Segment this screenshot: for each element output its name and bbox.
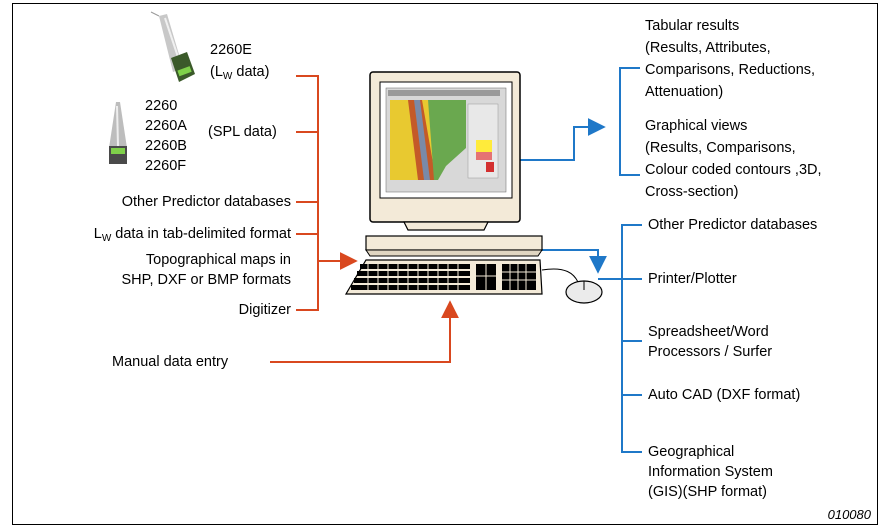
input-2260-model-3: 2260B xyxy=(145,138,187,154)
output-tabular-line-2: (Results, Attributes, xyxy=(645,40,771,56)
output-spreadsheet-line-2: Processors / Surfer xyxy=(648,344,773,360)
output-printer-plotter: Printer/Plotter xyxy=(648,271,737,287)
output-graphical-line-3: Colour coded contours ,3D, xyxy=(645,162,822,178)
input-spl-data: (SPL data) xyxy=(208,124,277,140)
output-graphical-line-4: Cross-section) xyxy=(645,184,739,200)
output-graphical-line-1: Graphical views xyxy=(645,118,748,134)
input-2260-model-4: 2260F xyxy=(145,158,187,174)
output-tabular-line-1: Tabular results xyxy=(645,18,740,34)
output-gis-line-1: Geographical xyxy=(648,444,735,460)
input-topographical-maps-line-2: SHP, DXF or BMP formats xyxy=(121,272,291,288)
sound-level-meter-2260-icon xyxy=(109,102,127,164)
figure-reference-number: 010080 xyxy=(827,507,871,522)
output-bus xyxy=(457,67,642,453)
input-digitizer: Digitizer xyxy=(238,302,291,318)
input-bus xyxy=(270,75,459,363)
diagram-frame xyxy=(12,3,878,525)
input-2260e-model: 2260E xyxy=(210,42,252,58)
input-topographical-maps-line-1: Topographical maps in xyxy=(145,252,291,268)
output-tabular-line-4: Attenuation) xyxy=(645,84,724,100)
output-other-predictor-databases: Other Predictor databases xyxy=(648,217,818,233)
desktop-computer-icon xyxy=(344,71,603,304)
output-tabular-line-3: Comparisons, Reductions, xyxy=(645,62,816,78)
input-lw-tab-delimited: LW data in tab-delimited format xyxy=(93,226,291,244)
input-other-predictor-databases: Other Predictor databases xyxy=(121,194,291,210)
output-gis-line-2: Information System xyxy=(648,464,773,480)
input-2260e-data: (LW data) xyxy=(210,64,270,82)
output-autocad: Auto CAD (DXF format) xyxy=(648,387,801,403)
input-2260-model-2: 2260A xyxy=(145,118,187,134)
input-2260-model-1: 2260 xyxy=(145,98,178,114)
input-manual-data-entry: Manual data entry xyxy=(112,354,229,370)
sound-level-meter-2260e-icon xyxy=(150,11,195,82)
output-gis-line-3: (GIS)(SHP format) xyxy=(648,484,767,500)
output-graphical-line-2: (Results, Comparisons, xyxy=(645,140,796,156)
output-spreadsheet-line-1: Spreadsheet/Word xyxy=(648,324,769,340)
